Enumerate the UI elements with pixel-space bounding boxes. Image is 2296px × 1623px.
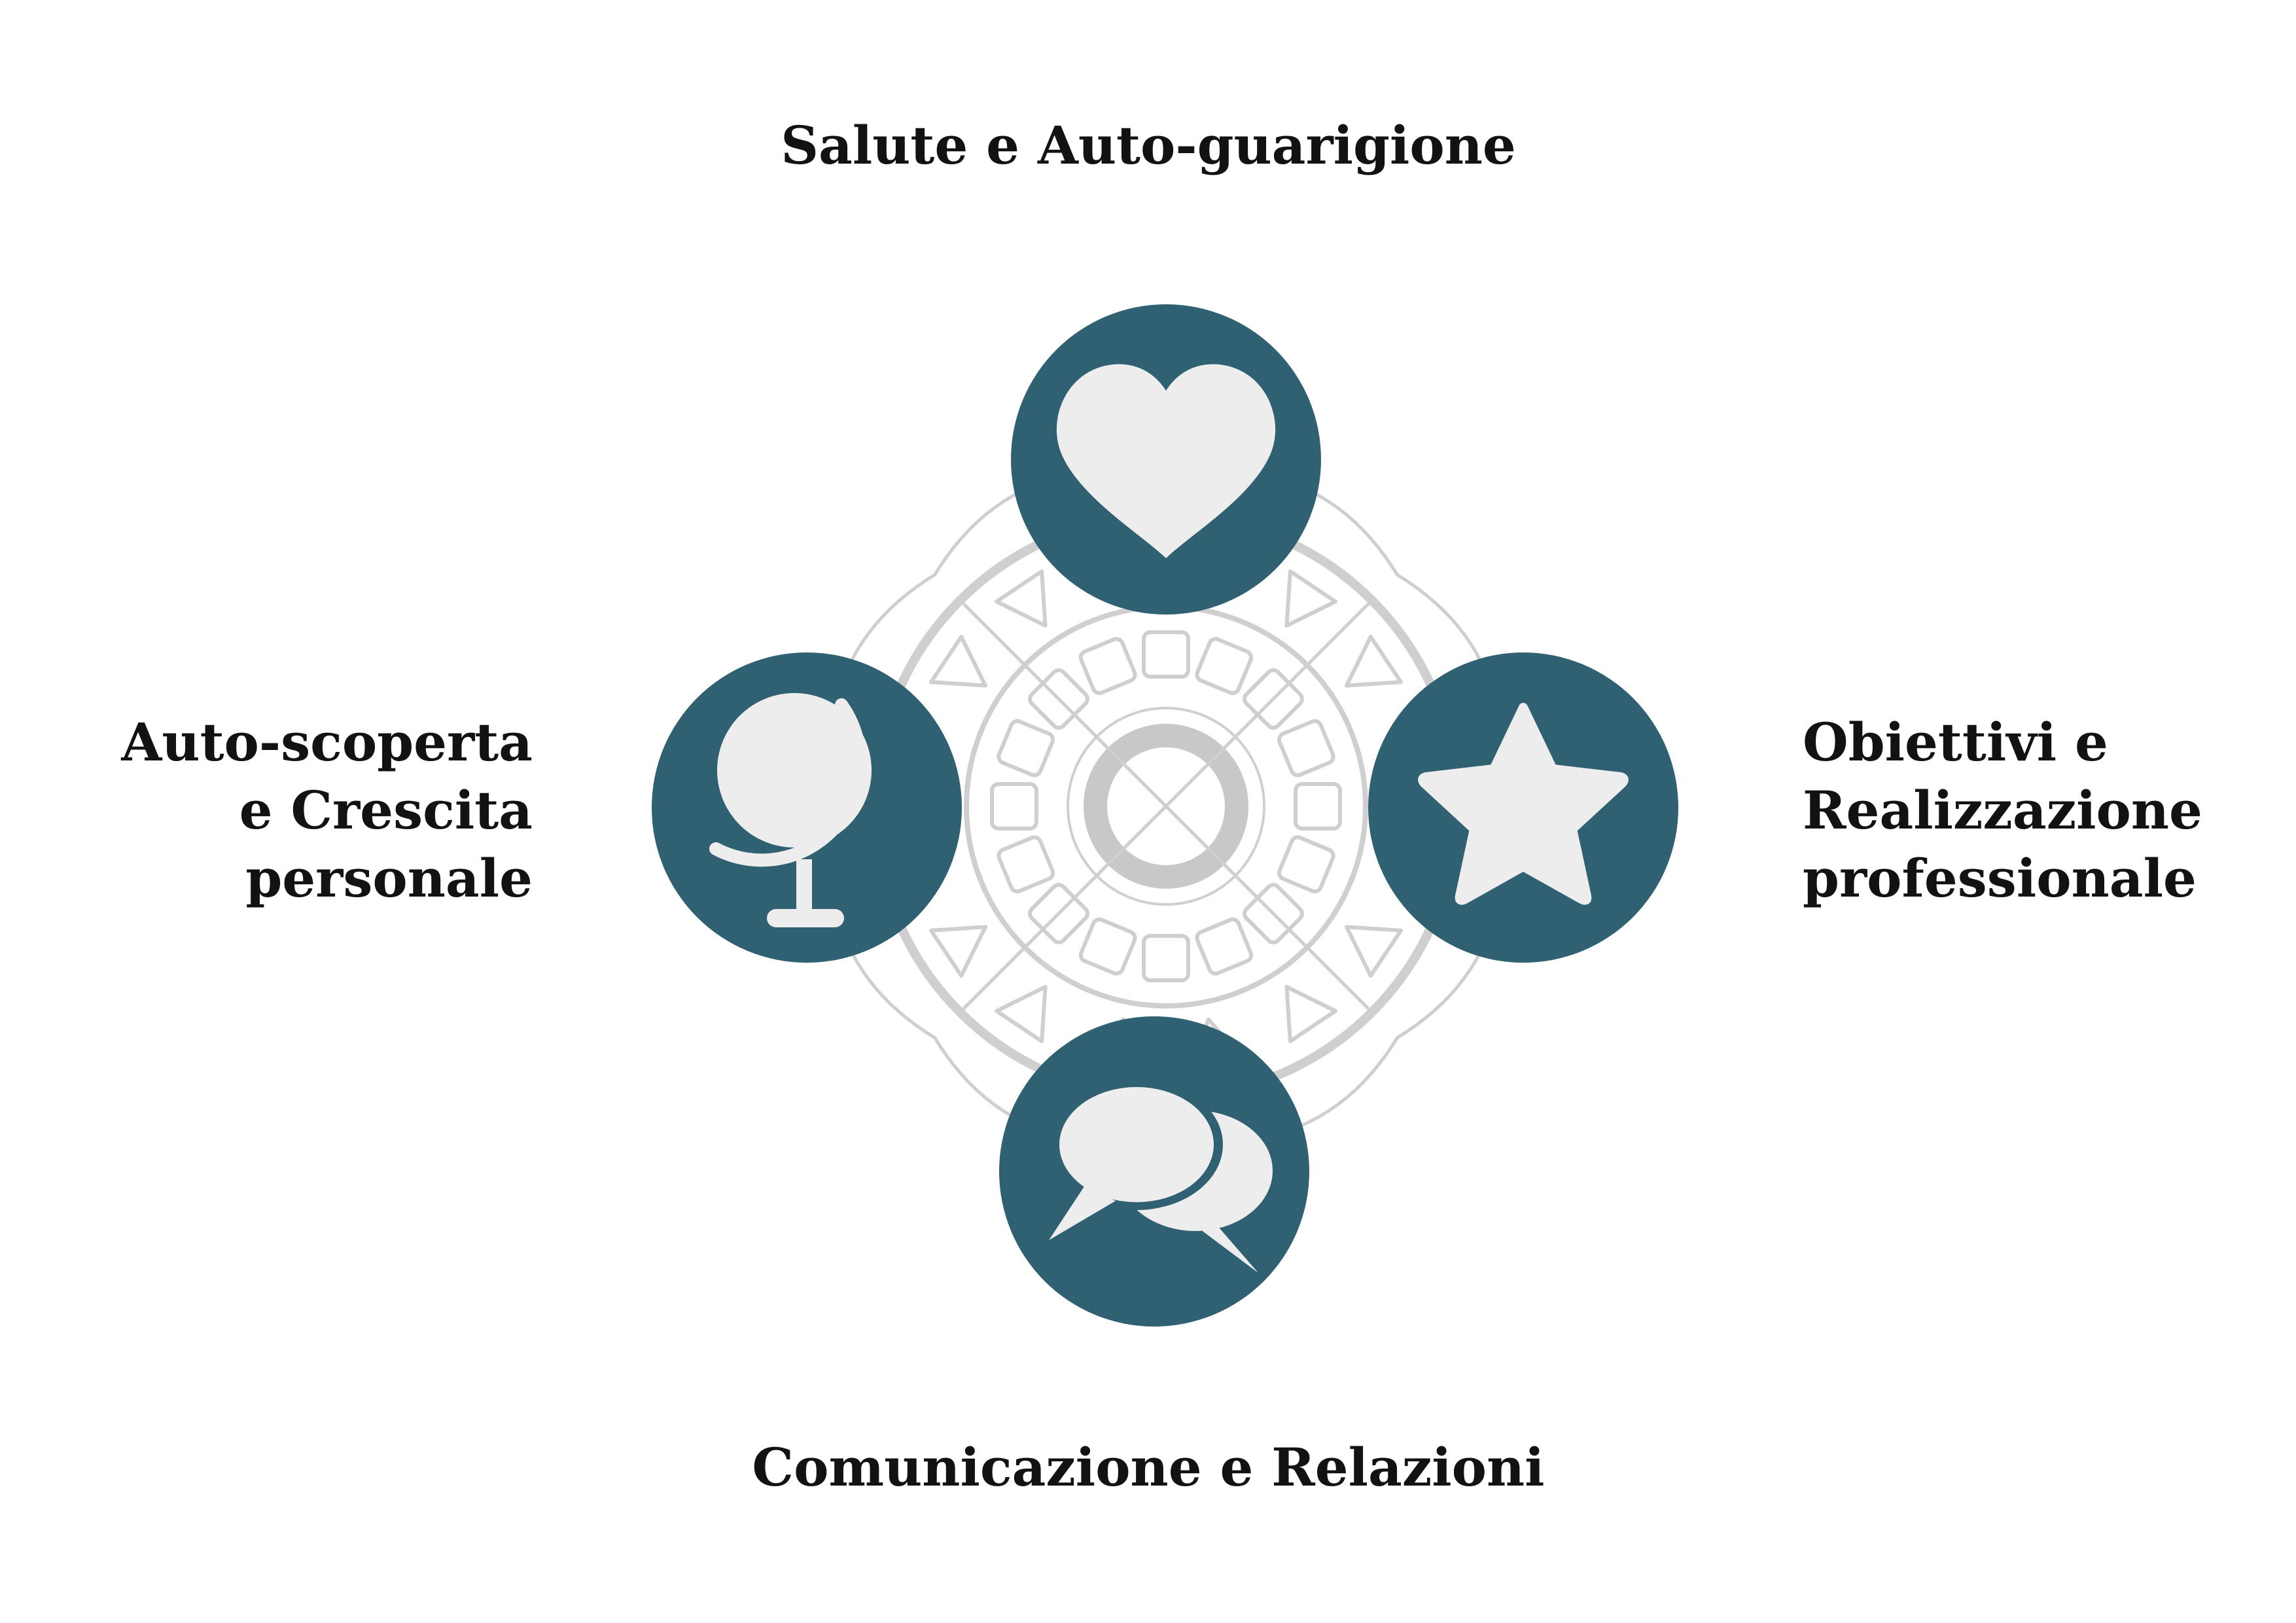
label-communication-line-1: Comunicazione e Relazioni bbox=[752, 1436, 1545, 1498]
label-goals-line-3: professionale bbox=[1803, 847, 2197, 909]
mandala-square bbox=[1078, 917, 1137, 976]
node-self-discovery bbox=[652, 652, 962, 963]
mandala-square bbox=[1277, 719, 1335, 777]
mandala-diagonal-line bbox=[959, 599, 1373, 1014]
mandala-square bbox=[1195, 917, 1254, 976]
label-health: Salute e Auto-guarigione bbox=[781, 111, 1516, 179]
mandala-square bbox=[1243, 668, 1304, 730]
mandala-center-ring bbox=[1084, 724, 1248, 889]
chat-bubbles-icon bbox=[1049, 1079, 1273, 1273]
mandala-square bbox=[1078, 637, 1137, 696]
node-health bbox=[1011, 304, 1321, 615]
mandala-square bbox=[1294, 782, 1342, 830]
mandala-square bbox=[997, 835, 1055, 894]
mandala-triangle bbox=[1345, 925, 1403, 978]
label-self-discovery-line-3: personale bbox=[245, 847, 533, 909]
mandala-triangle bbox=[995, 569, 1048, 628]
mandala-triangle bbox=[1284, 985, 1337, 1043]
mandala-triangle bbox=[1345, 635, 1403, 688]
globe-icon bbox=[709, 693, 872, 927]
label-self-discovery-line-2: e Crescita bbox=[239, 779, 533, 841]
label-goals-line-2: Realizzazione bbox=[1803, 779, 2202, 841]
mandala-square bbox=[997, 719, 1055, 777]
node-communication bbox=[999, 1016, 1309, 1327]
mandala-triangle bbox=[929, 635, 987, 688]
mandala-square bbox=[1195, 637, 1254, 696]
label-self-discovery-line-1: Auto-scoperta bbox=[121, 711, 533, 773]
label-health-line-1: Salute e Auto-guarigione bbox=[781, 115, 1516, 176]
mandala-triangle bbox=[929, 925, 987, 978]
star-icon bbox=[1418, 703, 1629, 905]
mandala-square bbox=[1142, 630, 1190, 679]
label-self-discovery: Auto-scoperta e Crescita personale bbox=[121, 708, 533, 912]
mandala-triangle bbox=[995, 985, 1048, 1043]
mandala-square bbox=[1277, 835, 1335, 894]
label-goals-line-1: Obiettivi e bbox=[1803, 711, 2108, 773]
mandala-square bbox=[1142, 934, 1190, 982]
mandala-square bbox=[1243, 883, 1304, 945]
node-goals bbox=[1368, 652, 1678, 963]
heart-icon bbox=[1056, 364, 1276, 558]
label-goals: Obiettivi e Realizzazione professionale bbox=[1803, 708, 2202, 912]
mandala-ring-inner bbox=[1067, 707, 1265, 906]
mandala-square bbox=[1028, 882, 1089, 944]
mandala-square bbox=[990, 782, 1038, 830]
label-communication: Comunicazione e Relazioni bbox=[752, 1433, 1544, 1501]
mandala-square bbox=[1028, 668, 1089, 730]
mandala-triangle bbox=[1284, 569, 1337, 628]
